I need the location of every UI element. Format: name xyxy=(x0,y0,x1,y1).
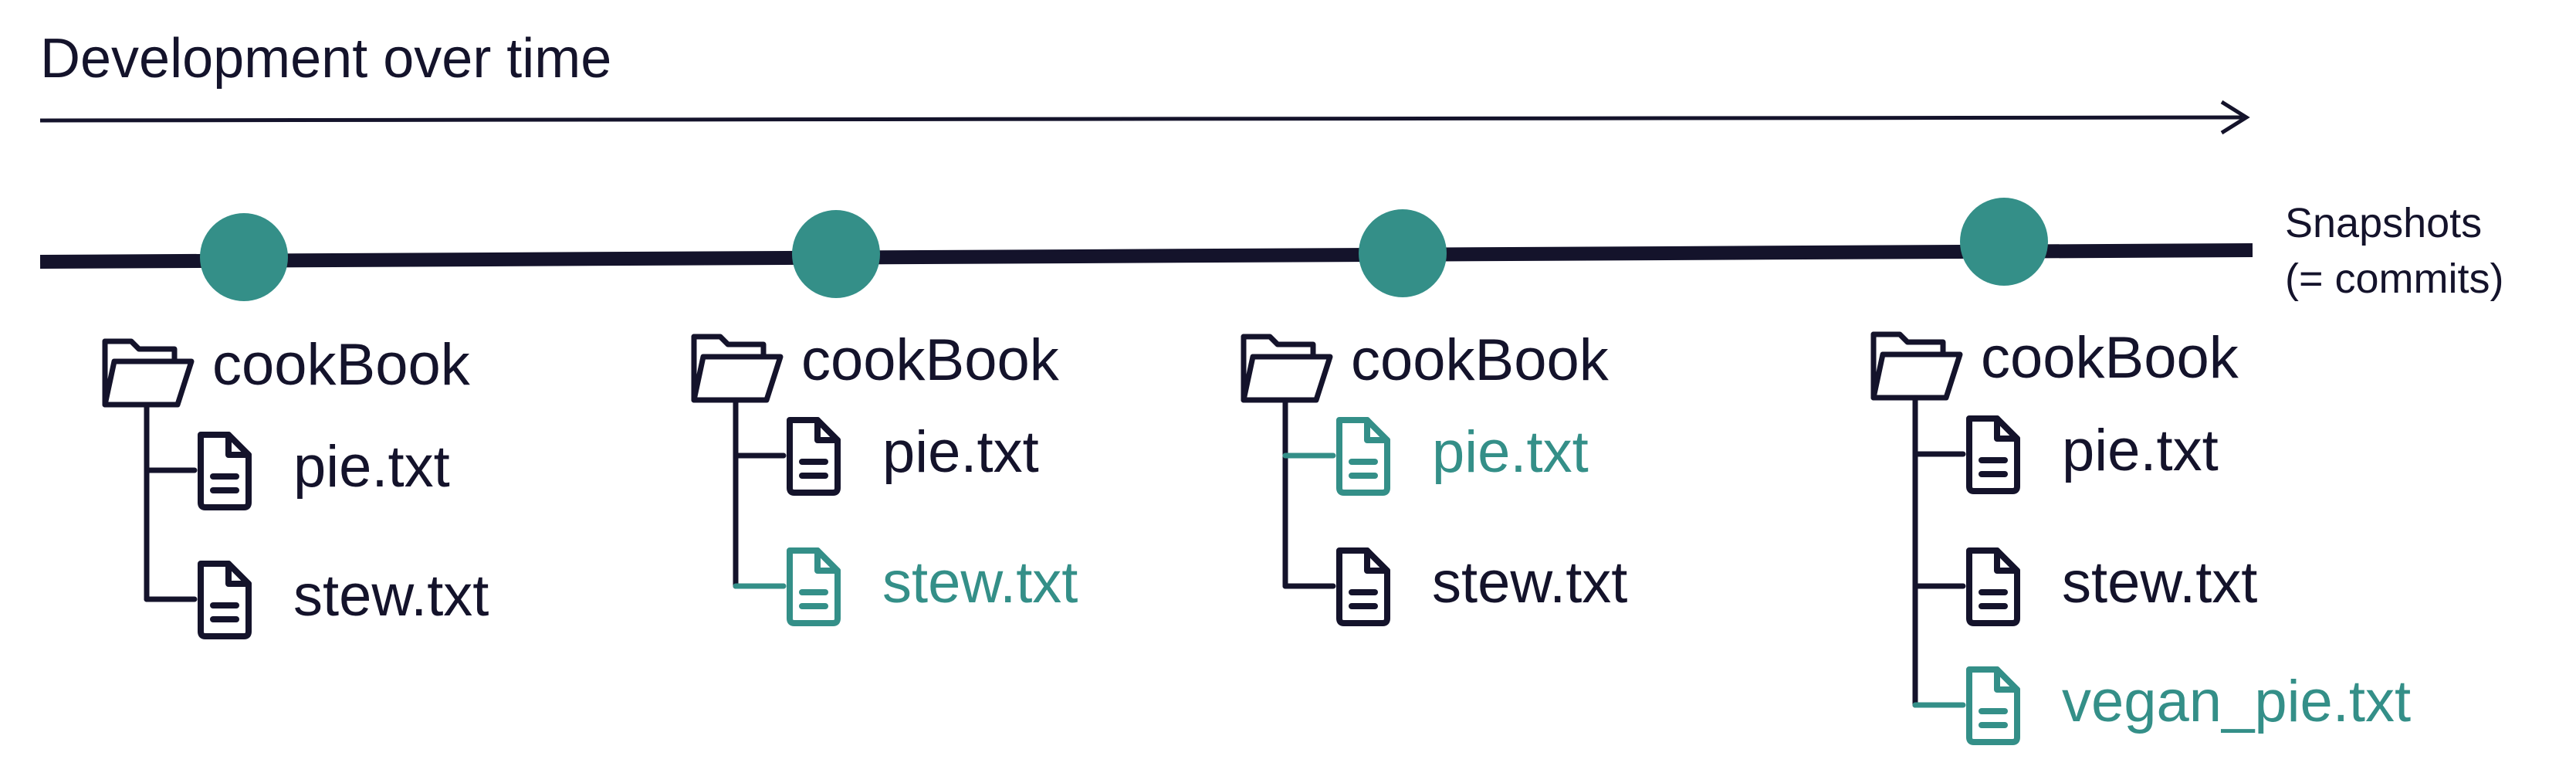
folder-label: cookBook xyxy=(1351,327,1609,393)
commit-node xyxy=(200,213,288,301)
file-text-icon xyxy=(1336,547,1390,626)
folder-label: cookBook xyxy=(212,332,470,398)
file-label: pie.txt xyxy=(2062,418,2219,483)
file-text-icon xyxy=(1966,666,2020,745)
file-text-icon xyxy=(787,417,841,496)
commit-node xyxy=(792,210,880,298)
timeline-label-note: (= commits) xyxy=(2285,256,2504,302)
timeline-label: Snapshots xyxy=(2285,200,2483,246)
folder-open-icon xyxy=(102,338,195,408)
page-title: Development over time xyxy=(40,28,612,90)
folder-open-icon xyxy=(1241,334,1333,403)
time-arrow-line xyxy=(39,115,2243,123)
commit-node xyxy=(1359,209,1447,297)
time-arrow-head xyxy=(2220,100,2250,135)
folder-open-icon xyxy=(1870,331,1963,401)
file-label: stew.txt xyxy=(2062,550,2258,615)
file-text-icon xyxy=(198,432,252,510)
file-label: pie.txt xyxy=(293,434,450,500)
timeline-bar xyxy=(39,243,2253,269)
changed-file-label: pie.txt xyxy=(1432,419,1589,485)
file-label: stew.txt xyxy=(1432,550,1628,615)
file-text-icon xyxy=(1336,417,1390,496)
folder-label: cookBook xyxy=(1981,325,2239,391)
file-text-icon xyxy=(1966,415,2020,494)
file-label: pie.txt xyxy=(882,419,1039,485)
file-text-icon xyxy=(198,561,252,639)
changed-file-label: stew.txt xyxy=(882,550,1078,615)
folder-open-icon xyxy=(691,334,784,403)
file-label: stew.txt xyxy=(293,563,489,629)
folder-label: cookBook xyxy=(801,327,1059,393)
file-text-icon xyxy=(1966,547,2020,626)
commit-node xyxy=(1960,198,2048,286)
file-text-icon xyxy=(787,547,841,626)
changed-file-label: vegan_pie.txt xyxy=(2062,669,2412,734)
